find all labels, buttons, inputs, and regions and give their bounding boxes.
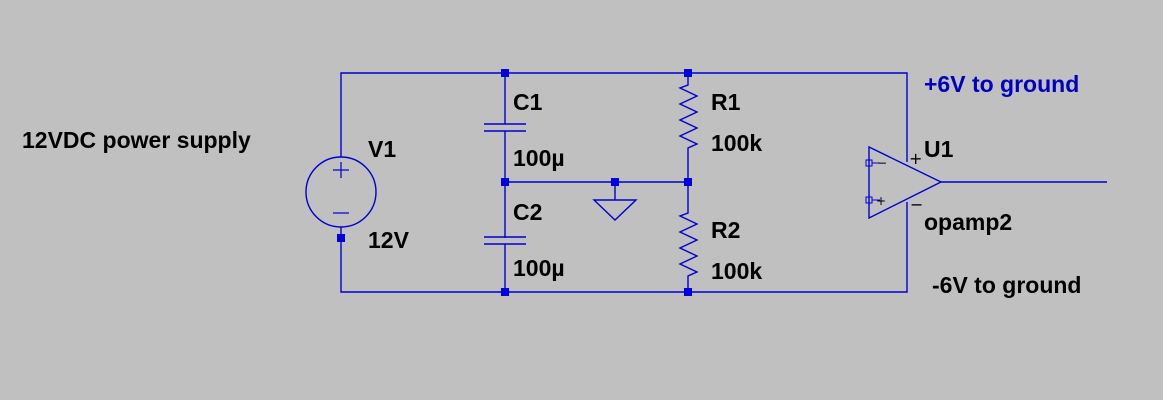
- v1-name-label: V1: [368, 136, 396, 162]
- c1-value-label: 100µ: [513, 145, 565, 171]
- c2-name-label: C2: [513, 199, 542, 225]
- c2-capacitor-symbol[interactable]: [484, 236, 526, 245]
- positive-rail-note-label: +6V to ground: [924, 71, 1079, 97]
- junction-dot: [684, 69, 692, 77]
- supply-note-label: 12VDC power supply: [22, 127, 251, 153]
- junction-dot: [611, 178, 619, 186]
- opamp-vminus-sign: −: [910, 195, 923, 214]
- v1-value-label: 12V: [368, 227, 410, 253]
- c2-value-label: 100µ: [513, 255, 565, 281]
- junction-dot: [684, 288, 692, 296]
- ground-symbol[interactable]: [592, 182, 638, 221]
- r2-resistor-symbol[interactable]: [678, 182, 699, 292]
- u1-opamp-symbol[interactable]: [865, 145, 1107, 220]
- top-rail-wire: [340, 72, 908, 150]
- junction-dots: [337, 69, 692, 296]
- r2-value-label: 100k: [711, 258, 762, 284]
- negative-rail-note-label: -6V to ground: [932, 272, 1081, 298]
- c1-capacitor-symbol[interactable]: [484, 123, 526, 132]
- junction-dot: [501, 178, 509, 186]
- opamp-inverting-pin-sign: −: [877, 156, 887, 170]
- r1-name-label: R1: [711, 89, 741, 115]
- c1-name-label: C1: [513, 89, 543, 115]
- bottom-rail-wire: [340, 207, 908, 293]
- junction-dot: [684, 178, 692, 186]
- r2-name-label: R2: [711, 217, 740, 243]
- opamp-vplus-sign: +: [909, 149, 922, 168]
- junction-dot: [501, 288, 509, 296]
- opamp-noninverting-pin-sign: +: [876, 194, 886, 208]
- v1-voltage-source-symbol[interactable]: [305, 150, 377, 238]
- r1-value-label: 100k: [711, 130, 762, 156]
- u1-name-label: U1: [924, 136, 954, 162]
- r1-resistor-symbol[interactable]: [678, 73, 699, 182]
- junction-dot: [501, 69, 509, 77]
- junction-dot: [337, 234, 345, 242]
- u1-value-label: opamp2: [924, 209, 1012, 235]
